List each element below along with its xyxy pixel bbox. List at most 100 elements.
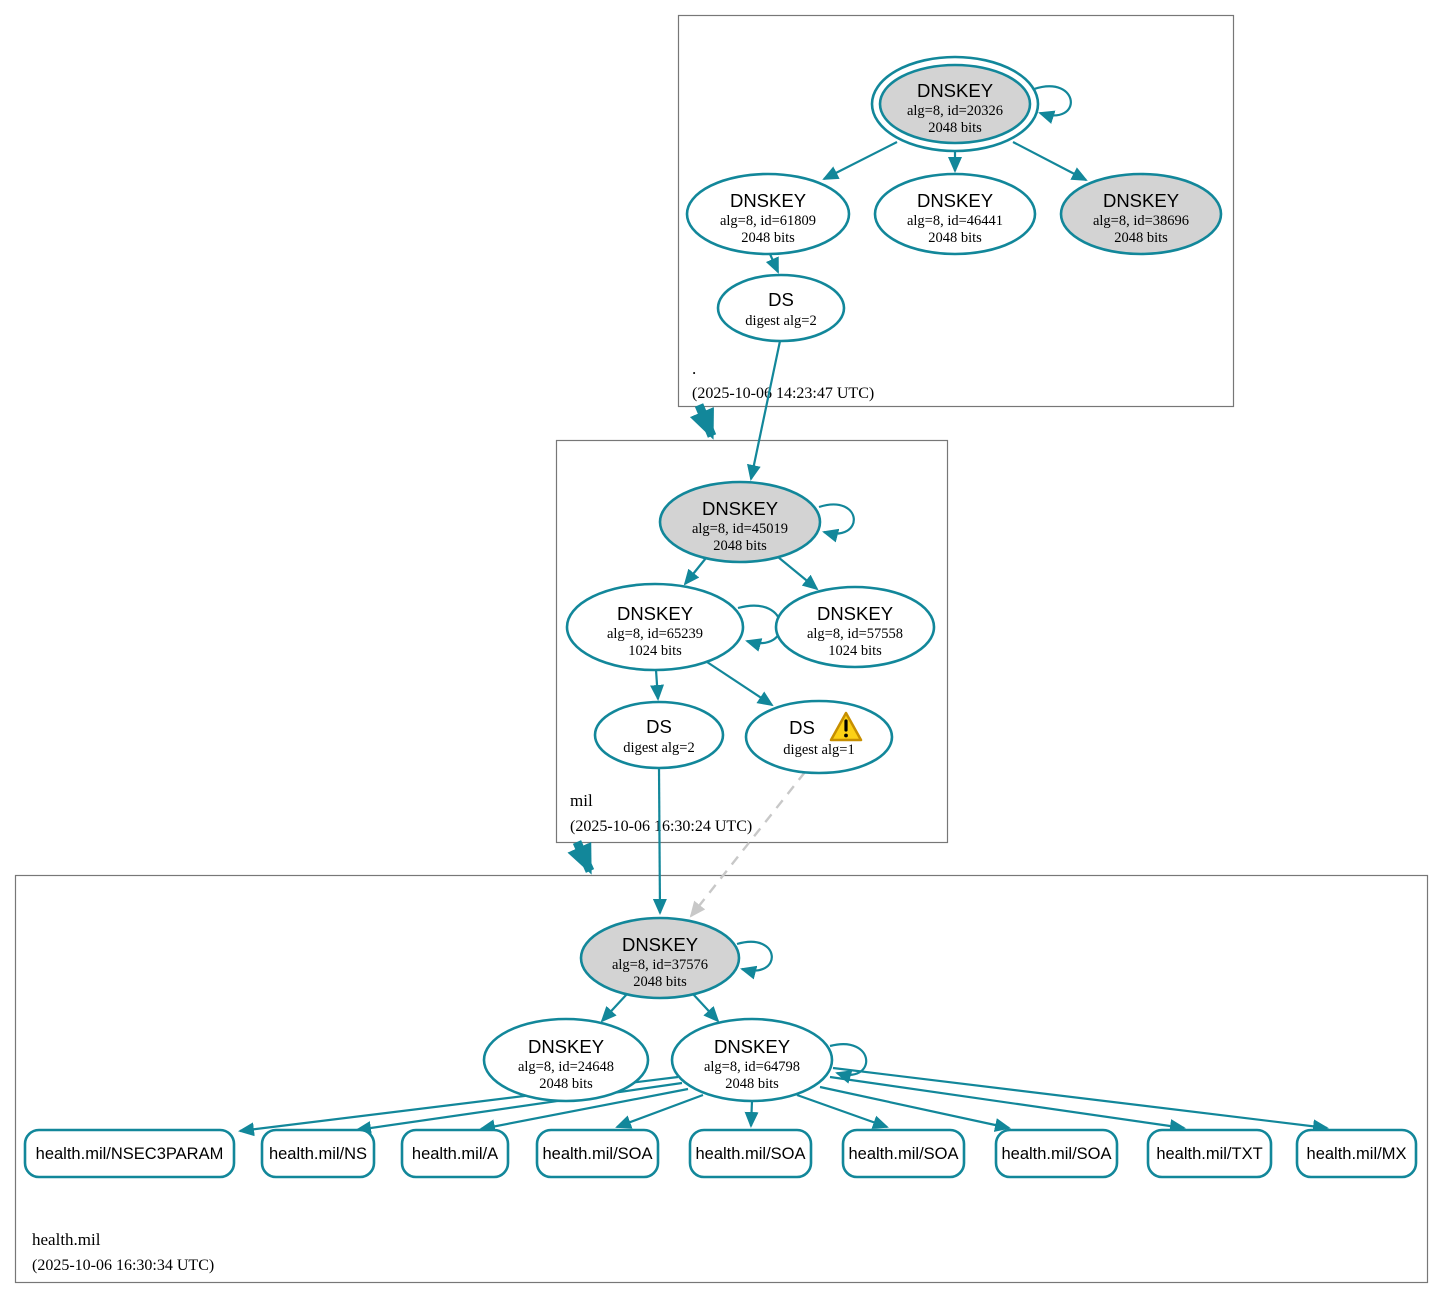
zone-root-nodes: DNSKEY alg=8, id=20326 2048 bits DNSKEY …	[685, 55, 1223, 343]
node-title: DS	[768, 289, 794, 310]
node-alg: alg=8, id=57558	[807, 626, 903, 642]
edge-37576-24648	[600, 993, 628, 1023]
zone-box-root	[677, 14, 1235, 408]
node-title: DS	[789, 717, 815, 738]
node-title: DNSKEY	[702, 498, 778, 519]
node-bits: 2048 bits	[633, 974, 687, 990]
node-bits: 2048 bits	[741, 230, 795, 246]
zone-box-mil	[555, 439, 949, 844]
delegation-arrow-mil-healthmil	[567, 840, 595, 875]
dnskey-node-65239[interactable]: DNSKEY alg=8, id=65239 1024 bits	[565, 582, 745, 672]
node-title: DS	[646, 716, 672, 737]
edge-61809-rootds	[765, 253, 780, 274]
dnskey-node-37576[interactable]: DNSKEY alg=8, id=37576 2048 bits	[579, 916, 741, 1000]
node-alg: alg=8, id=64798	[704, 1059, 800, 1075]
dnskey-node-45019[interactable]: DNSKEY alg=8, id=45019 2048 bits	[658, 480, 822, 564]
rrset-node-soa-2[interactable]: health.mil/SOA	[688, 1128, 813, 1179]
edge-45019-65239	[683, 557, 707, 586]
edge-64798-a	[479, 1087, 689, 1134]
rrset-node-soa-3[interactable]: health.mil/SOA	[841, 1128, 966, 1179]
edge-milds2-37576	[652, 767, 667, 915]
node-alg: alg=8, id=46441	[907, 213, 1003, 229]
node-digest: digest alg=2	[623, 740, 694, 756]
dnskey-node-20326[interactable]: DNSKEY alg=8, id=20326 2048 bits	[870, 55, 1040, 153]
rrset-label: health.mil/SOA	[848, 1145, 958, 1163]
node-alg: alg=8, id=24648	[518, 1059, 614, 1075]
dnskey-node-38696[interactable]: DNSKEY alg=8, id=38696 2048 bits	[1059, 172, 1223, 256]
node-title: DNSKEY	[617, 603, 693, 624]
rrset-label: health.mil/A	[412, 1145, 498, 1163]
zone-timestamp-root: (2025-10-06 14:23:47 UTC)	[692, 385, 874, 402]
dnskey-node-64798[interactable]: DNSKEY alg=8, id=64798 2048 bits	[670, 1017, 834, 1103]
edge-20326-38696	[1012, 141, 1088, 181]
dnskey-node-57558[interactable]: DNSKEY alg=8, id=57558 1024 bits	[774, 585, 936, 669]
edge-64798-txt	[829, 1075, 1186, 1133]
rrset-node-soa-1[interactable]: health.mil/SOA	[535, 1128, 660, 1179]
node-bits: 1024 bits	[828, 643, 882, 659]
dnskey-node-61809[interactable]: DNSKEY alg=8, id=61809 2048 bits	[685, 172, 851, 256]
ds-node-mil-alg2[interactable]: DS digest alg=2	[593, 700, 725, 770]
edge-64798-soa-3	[796, 1093, 889, 1129]
edge-milds1-37576-dashed	[689, 771, 806, 918]
zone-label-root: .	[692, 359, 696, 378]
rrset-node-a[interactable]: health.mil/A	[400, 1128, 510, 1179]
rrset-label: health.mil/SOA	[542, 1145, 652, 1163]
rrset-label: health.mil/TXT	[1156, 1145, 1262, 1163]
rrset-label: health.mil/SOA	[1001, 1145, 1111, 1163]
node-digest: digest alg=1	[783, 742, 854, 758]
edge-rootds-45019	[747, 340, 782, 481]
zone-box-healthmil	[14, 874, 1429, 1284]
node-bits: 2048 bits	[1114, 230, 1168, 246]
node-title: DNSKEY	[1103, 190, 1179, 211]
node-title: DNSKEY	[714, 1036, 790, 1057]
edge-64798-soa-2	[744, 1100, 759, 1128]
ds-node-root[interactable]: DS digest alg=2	[716, 273, 846, 343]
rrset-node-ns[interactable]: health.mil/NS	[260, 1128, 376, 1179]
node-bits: 2048 bits	[928, 230, 982, 246]
node-alg: alg=8, id=45019	[692, 521, 788, 537]
zone-label-mil: mil	[570, 791, 593, 810]
edge-65239-milds-alg2	[650, 669, 665, 701]
node-bits: 2048 bits	[725, 1076, 779, 1092]
zone-timestamp-healthmil: (2025-10-06 16:30:34 UTC)	[32, 1257, 214, 1274]
rrset-node-soa-4[interactable]: health.mil/SOA	[994, 1128, 1119, 1179]
node-bits: 2048 bits	[713, 538, 767, 554]
rrset-node-txt[interactable]: health.mil/TXT	[1146, 1128, 1273, 1179]
node-title: DNSKEY	[817, 603, 893, 624]
ds-node-mil-alg1[interactable]: DS digest alg=1	[744, 699, 894, 775]
edge-45019-57558	[777, 556, 819, 591]
node-bits: 2048 bits	[928, 120, 982, 136]
zone-boxes: . (2025-10-06 14:23:47 UTC) mil (2025-10…	[14, 14, 1429, 1284]
node-alg: alg=8, id=65239	[607, 626, 703, 642]
node-alg: alg=8, id=20326	[907, 103, 1003, 119]
edge-selfloop-65239	[737, 604, 782, 652]
node-alg: alg=8, id=37576	[612, 957, 708, 973]
rrset-node-nsec3param[interactable]: health.mil/NSEC3PARAM	[23, 1128, 236, 1179]
node-title: DNSKEY	[528, 1036, 604, 1057]
edge-selfloop-64798	[829, 1043, 868, 1084]
node-title: DNSKEY	[622, 934, 698, 955]
dnskey-node-24648[interactable]: DNSKEY alg=8, id=24648 2048 bits	[482, 1017, 650, 1103]
rrset-node-mx[interactable]: health.mil/MX	[1295, 1128, 1418, 1179]
zone-timestamp-mil: (2025-10-06 16:30:24 UTC)	[570, 818, 752, 835]
rrset-label: health.mil/NSEC3PARAM	[36, 1145, 224, 1163]
edge-selfloop-45019	[818, 503, 855, 543]
edge-65239-milds-alg1	[706, 661, 774, 707]
rrset-label: health.mil/MX	[1307, 1145, 1407, 1163]
rrset-label: health.mil/NS	[269, 1145, 367, 1163]
edge-37576-64798	[692, 993, 720, 1023]
zone-mil-nodes: DNSKEY alg=8, id=45019 2048 bits DNSKEY …	[565, 480, 936, 775]
node-title: DNSKEY	[730, 190, 806, 211]
edge-20326-61809	[822, 141, 898, 180]
node-alg: alg=8, id=61809	[720, 213, 816, 229]
node-bits: 1024 bits	[628, 643, 682, 659]
edge-64798-soa-4	[819, 1085, 1011, 1132]
dnskey-node-46441[interactable]: DNSKEY alg=8, id=46441 2048 bits	[873, 172, 1037, 256]
node-alg: alg=8, id=38696	[1093, 213, 1189, 229]
node-title: DNSKEY	[917, 190, 993, 211]
zone-healthmil-nodes: DNSKEY alg=8, id=37576 2048 bits DNSKEY …	[23, 916, 1418, 1179]
edge-64798-mx	[832, 1066, 1329, 1134]
delegation-arrow-root-mil	[689, 403, 717, 440]
rrset-label: health.mil/SOA	[695, 1145, 805, 1163]
